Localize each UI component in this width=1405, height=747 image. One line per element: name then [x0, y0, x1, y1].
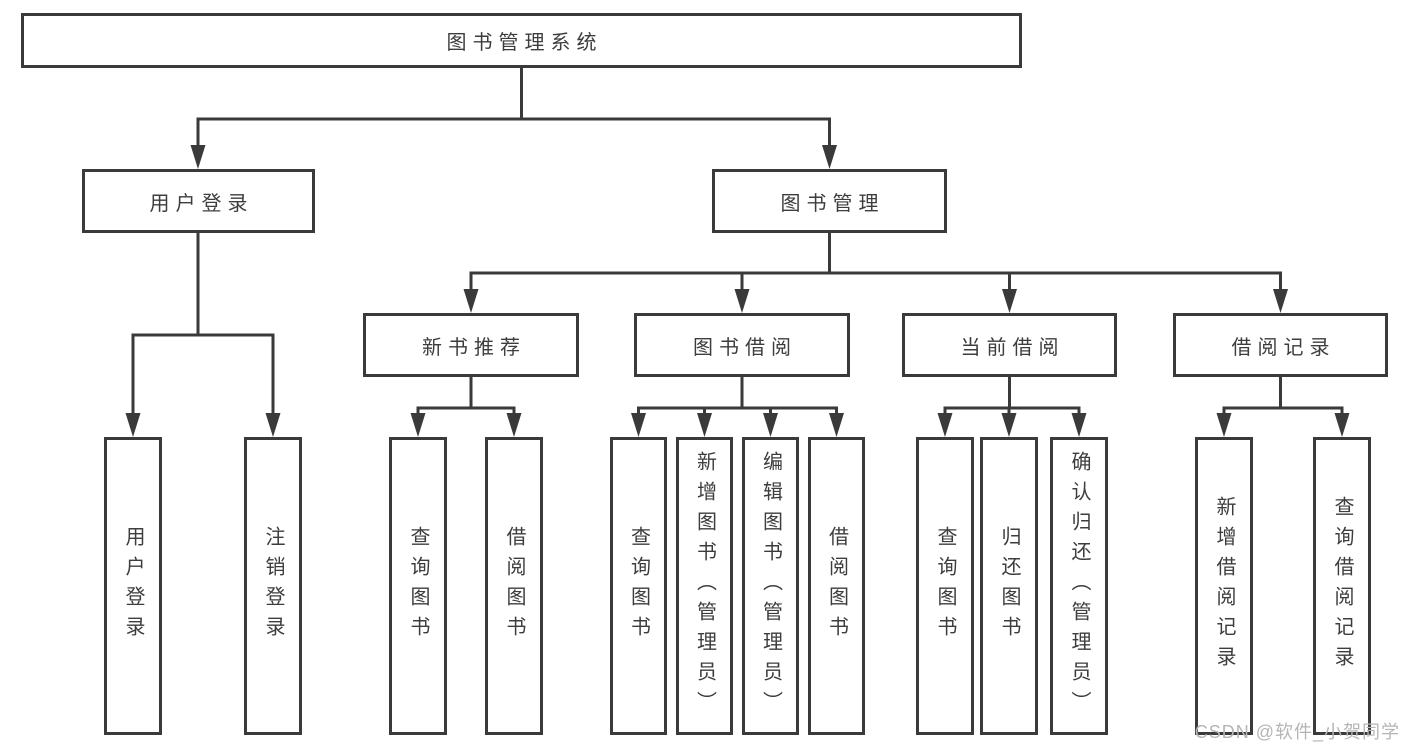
connector-current-borrowing-children [937, 377, 1087, 437]
leaf-query-books-borrowing: 查询图书 [610, 437, 667, 735]
connector-book-management-children [463, 233, 1288, 313]
leaf-label: 查询图书 [627, 526, 650, 646]
leaf-confirm-return-admin: 确认归还（管理员） [1050, 437, 1108, 735]
connector-new-book-children [410, 377, 522, 437]
leaf-edit-books-admin: 编辑图书（管理员） [742, 437, 799, 735]
leaf-label: 查询借阅记录 [1331, 496, 1353, 676]
leaf-label: 查询图书 [407, 526, 429, 646]
csdn-watermark: CSDN @软件_小贺同学 [1194, 722, 1400, 742]
leaf-label: 用户登录 [122, 526, 144, 646]
leaf-label: 新增借阅记录 [1213, 496, 1235, 676]
leaf-query-books-recommend: 查询图书 [389, 437, 447, 735]
node-current-borrowing: 当前借阅 [902, 313, 1117, 377]
leaf-label: 注销登录 [262, 526, 284, 646]
node-label: 借阅记录 [1231, 336, 1336, 359]
leaf-label: 查询图书 [934, 526, 956, 646]
leaf-borrow-books-recommend: 借阅图书 [485, 437, 543, 735]
connector-borrowing-records-children [1216, 377, 1350, 437]
connector-book-borrowing-children [631, 377, 844, 437]
node-new-book-recommendation: 新书推荐 [363, 313, 579, 377]
leaf-user-login-action: 用户登录 [104, 437, 162, 735]
node-root-system: 图书管理系统 [21, 13, 1022, 68]
leaf-add-borrow-record: 新增借阅记录 [1195, 437, 1253, 735]
leaf-add-books-admin: 新增图书（管理员） [676, 437, 733, 735]
leaf-label: 新增图书（管理员） [693, 451, 716, 721]
connector-root-to-level2 [190, 68, 837, 169]
leaf-query-books-current: 查询图书 [916, 437, 974, 735]
node-book-borrowing: 图书借阅 [634, 313, 850, 377]
node-label: 当前借阅 [960, 336, 1065, 359]
node-user-login: 用户登录 [82, 169, 315, 233]
leaf-label: 借阅图书 [503, 526, 525, 646]
node-borrowing-records: 借阅记录 [1173, 313, 1388, 377]
node-label: 图书管理 [780, 192, 885, 215]
leaf-label: 归还图书 [998, 526, 1020, 646]
leaf-logout-action: 注销登录 [244, 437, 302, 735]
leaf-label: 借阅图书 [825, 526, 848, 646]
node-label: 图书管理系统 [446, 32, 603, 54]
connector-user-login-children [125, 233, 281, 437]
leaf-borrow-books-borrowing: 借阅图书 [808, 437, 865, 735]
node-label: 新书推荐 [422, 336, 526, 359]
leaf-label: 确认归还（管理员） [1068, 451, 1090, 721]
node-book-management: 图书管理 [712, 169, 947, 233]
leaf-label: 编辑图书（管理员） [759, 451, 782, 721]
node-label: 用户登录 [149, 192, 254, 215]
leaf-return-books: 归还图书 [980, 437, 1038, 735]
leaf-query-borrow-record: 查询借阅记录 [1313, 437, 1371, 735]
node-label: 图书借阅 [693, 336, 797, 359]
